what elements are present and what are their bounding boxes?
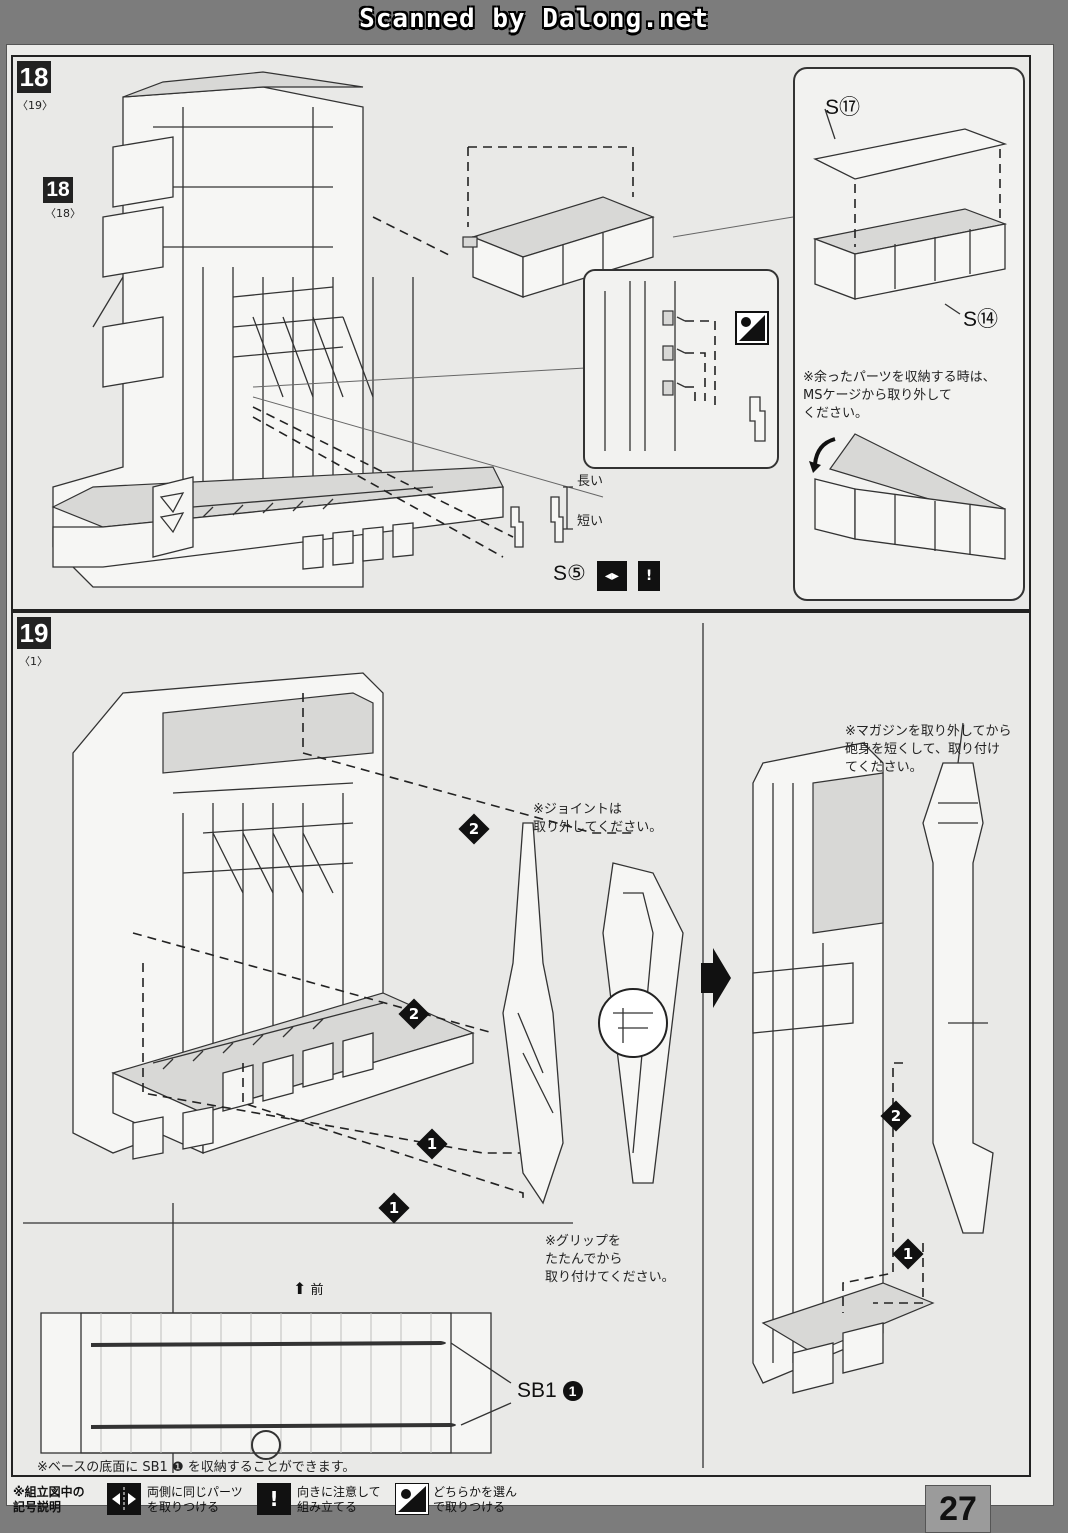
- select-glyph: [398, 1486, 426, 1512]
- front-label: 前: [310, 1283, 324, 1298]
- select-one-icon: [735, 311, 769, 345]
- base-note: ※ベースの底面に SB1 ❶ を収納することができます。: [37, 1460, 356, 1475]
- storage-box-drawing: [462, 196, 655, 298]
- rifle-drawing: [502, 822, 684, 1205]
- step-18-ref: 〈19〉: [17, 99, 53, 112]
- storage-inset: S⑰ S⑭ ※余ったパーツを収納する時は、 MSケージから取り外して ください。: [793, 67, 1025, 601]
- step-18-guide-lines: [252, 146, 794, 558]
- step-18-number: 18: [17, 61, 51, 93]
- grip-note: ※グリップを たたんでから 取り付けてください。: [545, 1234, 675, 1285]
- s5-parts-drawing: [510, 486, 573, 548]
- callout-2a-num: 2: [468, 820, 480, 838]
- ms-cage-drawing: [51, 71, 504, 588]
- callout-2c: 2: [880, 1100, 912, 1132]
- callout-2c-num: 2: [890, 1107, 902, 1125]
- s5-callout: S⑤ ◂▸ !: [553, 557, 661, 591]
- ms-cage-drawing-right: [752, 722, 994, 1394]
- callout-1a: 1: [416, 1128, 448, 1160]
- part-sb1-number: 1: [562, 1381, 583, 1402]
- legend-caution-icon: !: [257, 1483, 291, 1515]
- storage-note: ※余ったパーツを収納する時は、 MSケージから取り外して ください。: [803, 370, 996, 421]
- label-long: 長い: [577, 474, 604, 489]
- scan-watermark: Scanned by Dalong.net: [359, 4, 709, 34]
- callout-1c: 1: [892, 1238, 924, 1270]
- magazine-note: ※マガジンを取り外してから 砲身を短くして、取り付け てください。: [845, 724, 1012, 775]
- caution-icon: !: [638, 560, 661, 591]
- callout-2b: 2: [398, 998, 430, 1030]
- sb1-callout: SB1 1: [517, 1379, 583, 1403]
- storage-box-open-drawing: [809, 108, 1008, 560]
- part-s5-label: S⑤: [553, 562, 586, 585]
- step-18-subref: 〈18〉: [45, 207, 81, 220]
- step-18-panel: 18 〈19〉 18 〈18〉: [11, 55, 1031, 611]
- base-bottom-drawing: [40, 1312, 512, 1460]
- callout-2b-num: 2: [408, 1005, 420, 1023]
- callout-1c-num: 1: [902, 1245, 914, 1263]
- label-short: 短い: [577, 514, 604, 529]
- step-19-panel: 19 〈1〉 2 2 1 1: [11, 611, 1031, 1477]
- manual-page: 18 〈19〉 18 〈18〉: [6, 44, 1054, 1533]
- zoom-detail-drawing: [604, 281, 766, 451]
- both-sides-glyph: [108, 1484, 140, 1514]
- step-19-ref: 〈1〉: [19, 655, 48, 668]
- joint-note: ※ジョイントは 取り外してください。: [533, 802, 663, 835]
- part-s14-label: S⑭: [963, 308, 999, 331]
- zoom-detail-box: [583, 269, 779, 469]
- both-sides-icon: ◂▸: [596, 560, 627, 591]
- callout-1b-num: 1: [388, 1199, 400, 1217]
- caution-glyph: !: [269, 1487, 279, 1511]
- step-19-number: 19: [17, 617, 51, 649]
- page-number: 27: [925, 1485, 991, 1533]
- front-indicator: ⬆ 前: [293, 1279, 324, 1298]
- legend-both-sides-icon: [107, 1483, 141, 1515]
- part-s17-label: S⑰: [825, 96, 861, 119]
- callout-1a-num: 1: [426, 1135, 438, 1153]
- part-sb1-label: SB1: [517, 1379, 557, 1402]
- callout-1b: 1: [378, 1192, 410, 1224]
- up-arrow-icon: ⬆: [293, 1279, 307, 1298]
- symbol-legend: ※組立図中の 記号説明 両側に同じパーツ を取りつける ! 向きに注意して 組み…: [7, 1481, 907, 1521]
- ms-cage-drawing-19: [72, 672, 633, 1203]
- step-18-subref-number: 18: [43, 177, 73, 203]
- select-one-glyph: [739, 315, 765, 341]
- legend-select-icon: [395, 1483, 429, 1515]
